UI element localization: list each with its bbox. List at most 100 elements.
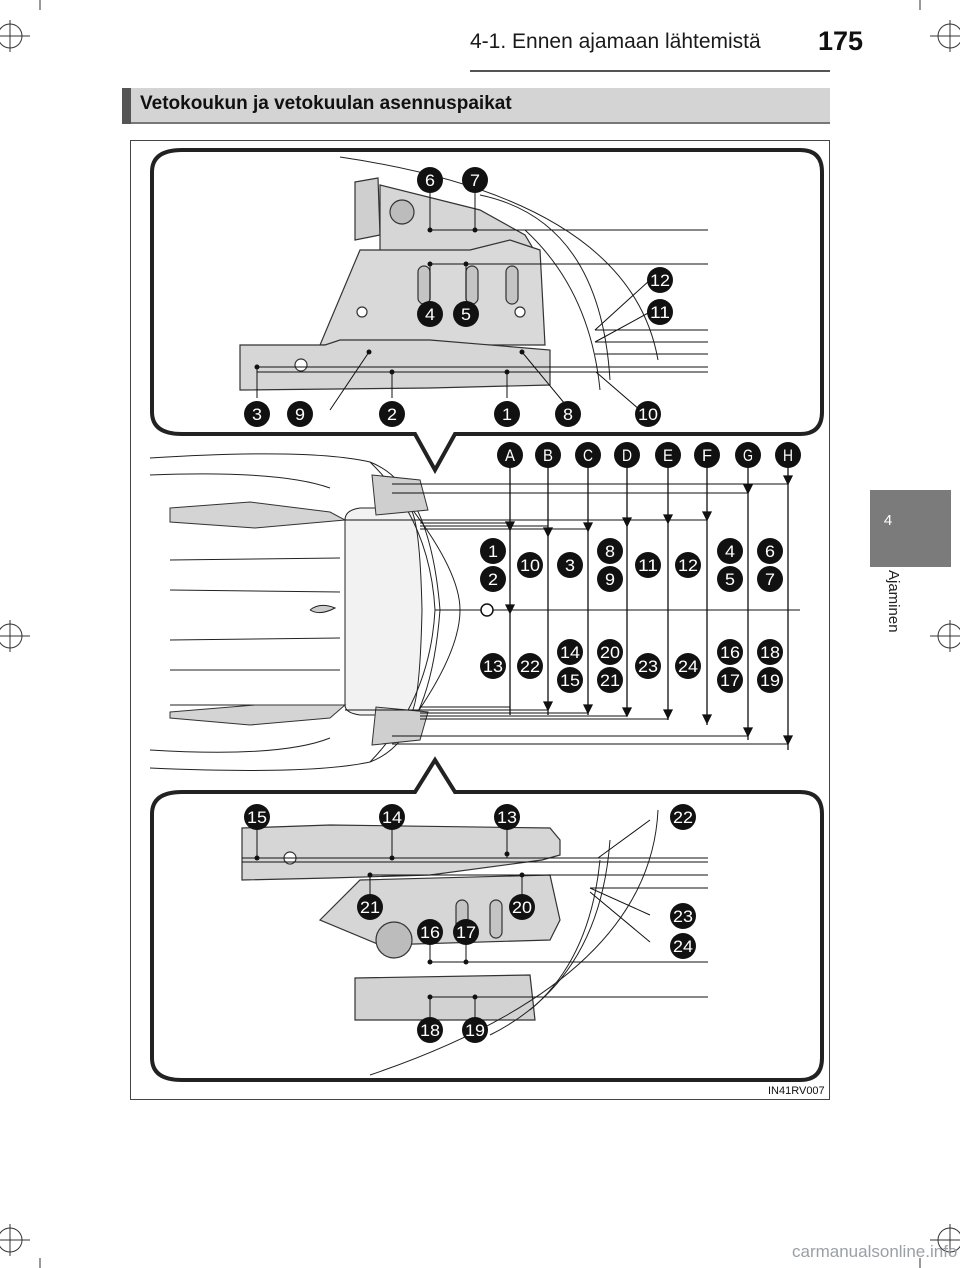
svg-text:15: 15 xyxy=(560,671,580,690)
top-attachment-points xyxy=(254,227,525,375)
column-lower-callout-21: 21 xyxy=(597,667,623,693)
column-letter-a: A xyxy=(497,442,523,468)
svg-text:H: H xyxy=(783,446,793,465)
column-upper-callout-12: 12 xyxy=(675,552,701,578)
svg-text:19: 19 xyxy=(760,671,780,690)
bottom-attachment-points xyxy=(254,851,525,1000)
bottom-callout-22: 22 xyxy=(670,804,696,830)
column-letter-c: C xyxy=(575,442,601,468)
svg-text:23: 23 xyxy=(638,657,658,676)
svg-text:5: 5 xyxy=(461,305,471,324)
svg-text:F: F xyxy=(702,446,712,465)
section-title: Vetokoukun ja vetokuulan asennuspaikat xyxy=(140,93,512,114)
column-upper-callout-8: 8 xyxy=(597,538,623,564)
svg-text:9: 9 xyxy=(295,405,305,424)
svg-text:18: 18 xyxy=(420,1021,440,1040)
column-lower-callout-17: 17 xyxy=(717,667,743,693)
column-upper-callout-2: 2 xyxy=(480,566,506,592)
section-title-bar xyxy=(122,88,830,124)
header-rule xyxy=(470,70,830,72)
column-lower-callout-24: 24 xyxy=(675,653,701,679)
bottom-callout-24: 24 xyxy=(670,933,696,959)
bottom-callout-21: 21 xyxy=(357,894,383,920)
svg-text:19: 19 xyxy=(465,1021,485,1040)
column-lower-callout-23: 23 xyxy=(635,653,661,679)
svg-text:17: 17 xyxy=(456,923,476,942)
svg-text:7: 7 xyxy=(470,171,480,190)
svg-text:14: 14 xyxy=(560,643,580,662)
svg-text:B: B xyxy=(543,446,553,465)
hitch-ball-point xyxy=(480,603,494,617)
bottom-callout-14: 14 xyxy=(379,804,405,830)
column-letter-b: B xyxy=(535,442,561,468)
page-number: 175 xyxy=(818,26,864,56)
column-letter-e: E xyxy=(655,442,681,468)
column-letter-g: G xyxy=(735,442,761,468)
car-body-member-upper xyxy=(169,501,347,529)
svg-text:8: 8 xyxy=(605,542,615,561)
top-callout-9: 9 xyxy=(287,401,313,427)
svg-text:1: 1 xyxy=(488,542,498,561)
svg-text:2: 2 xyxy=(488,570,498,589)
bottom-callout-16: 16 xyxy=(417,919,443,945)
figure-frame xyxy=(130,140,830,1100)
column-letter-f: F xyxy=(694,442,720,468)
column-upper-callout-6: 6 xyxy=(757,538,783,564)
bottom-callout-17: 17 xyxy=(453,919,479,945)
column-lower-callout-19: 19 xyxy=(757,667,783,693)
svg-text:7: 7 xyxy=(765,570,775,589)
top-callout-7: 7 xyxy=(462,167,488,193)
svg-text:24: 24 xyxy=(673,937,693,956)
svg-text:23: 23 xyxy=(673,907,693,926)
column-letter-h: H xyxy=(775,442,801,468)
top-callout-1: 1 xyxy=(494,401,520,427)
bottom-callout-15: 15 xyxy=(244,804,270,830)
top-callout-10: 10 xyxy=(635,401,661,427)
column-lower-callout-13: 13 xyxy=(480,653,506,679)
svg-text:8: 8 xyxy=(563,405,573,424)
svg-text:20: 20 xyxy=(512,898,532,917)
svg-text:12: 12 xyxy=(678,556,698,575)
column-upper-callout-10: 10 xyxy=(517,552,543,578)
svg-text:3: 3 xyxy=(252,405,262,424)
svg-text:4: 4 xyxy=(725,542,735,561)
svg-text:4: 4 xyxy=(425,305,435,324)
car-body-member-lower xyxy=(169,704,347,726)
svg-text:15: 15 xyxy=(247,808,267,827)
svg-text:1: 1 xyxy=(502,405,512,424)
svg-text:5: 5 xyxy=(725,570,735,589)
column-upper-callout-4: 4 xyxy=(717,538,743,564)
column-lower-callout-18: 18 xyxy=(757,639,783,665)
top-callout-11: 11 xyxy=(647,299,673,325)
svg-text:13: 13 xyxy=(497,808,517,827)
column-letter-d: D xyxy=(614,442,640,468)
top-frame-parts xyxy=(239,177,551,391)
svg-text:22: 22 xyxy=(673,808,693,827)
svg-text:3: 3 xyxy=(565,556,575,575)
svg-text:A: A xyxy=(505,446,516,465)
svg-text:16: 16 xyxy=(720,643,740,662)
svg-text:G: G xyxy=(743,446,753,465)
svg-text:6: 6 xyxy=(765,542,775,561)
car-projection-lines xyxy=(345,483,800,745)
top-callout-3: 3 xyxy=(244,401,270,427)
chapter-tab-label: Ajaminen xyxy=(885,570,902,633)
svg-text:13: 13 xyxy=(483,657,503,676)
svg-text:12: 12 xyxy=(650,271,670,290)
svg-text:20: 20 xyxy=(600,643,620,662)
column-lower-callout-20: 20 xyxy=(597,639,623,665)
column-lower-callout-16: 16 xyxy=(717,639,743,665)
mounting-points-figure: 671245113921810ABCDEFGH12103891112456713… xyxy=(149,148,824,1082)
bottom-callout-20: 20 xyxy=(509,894,535,920)
column-upper-callout-3: 3 xyxy=(557,552,583,578)
svg-text:17: 17 xyxy=(720,671,740,690)
svg-text:22: 22 xyxy=(520,657,540,676)
svg-text:9: 9 xyxy=(605,570,615,589)
bottom-callout-18: 18 xyxy=(417,1017,443,1043)
top-leader-lines xyxy=(256,180,708,411)
column-upper-callout-9: 9 xyxy=(597,566,623,592)
column-lower-callout-14: 14 xyxy=(557,639,583,665)
svg-text:24: 24 xyxy=(678,657,698,676)
top-callout-12: 12 xyxy=(647,267,673,293)
